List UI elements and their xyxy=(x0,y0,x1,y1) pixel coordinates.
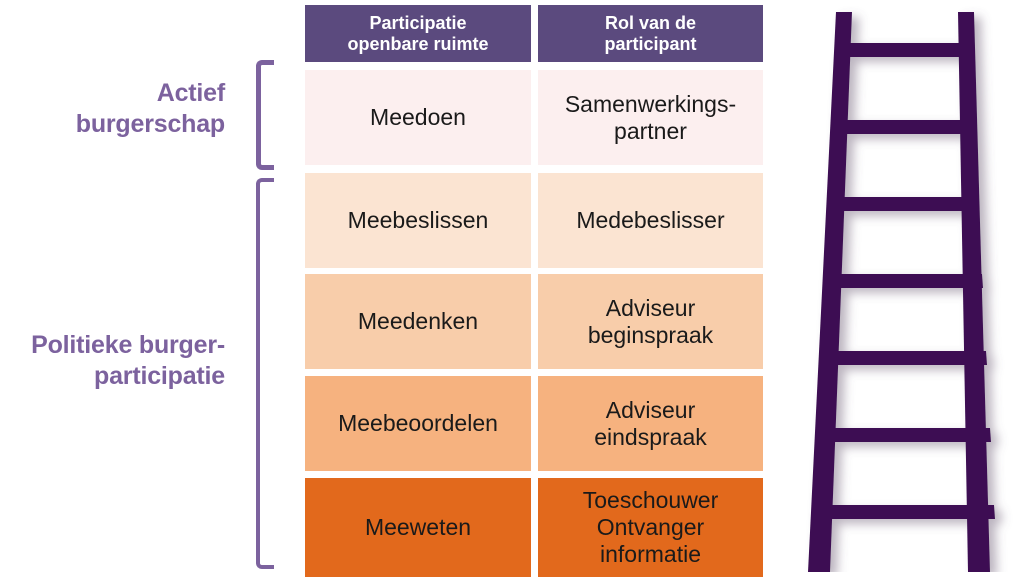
ladder-illustration xyxy=(790,0,1022,572)
cell-participatie: Meedenken xyxy=(305,274,531,369)
table-row: Meebeslissen Medebeslisser xyxy=(305,173,763,268)
cell-rol: Samenwerkings-partner xyxy=(538,70,763,165)
cell-participatie: Meebeslissen xyxy=(305,173,531,268)
bracket-actief-burgerschap xyxy=(256,60,274,170)
group-label-politieke-burgerparticipatie: Politieke burger-participatie xyxy=(31,331,225,390)
table-row: Meedoen Samenwerkings-partner xyxy=(305,70,763,165)
cell-participatie: Meedoen xyxy=(305,70,531,165)
ladder-icon xyxy=(808,12,995,572)
cell-rol: Medebeslisser xyxy=(538,173,763,268)
cell-participatie: Meeweten xyxy=(305,478,531,577)
cell-participatie: Meebeoordelen xyxy=(305,376,531,471)
bracket-politieke-burgerparticipatie xyxy=(256,178,274,569)
